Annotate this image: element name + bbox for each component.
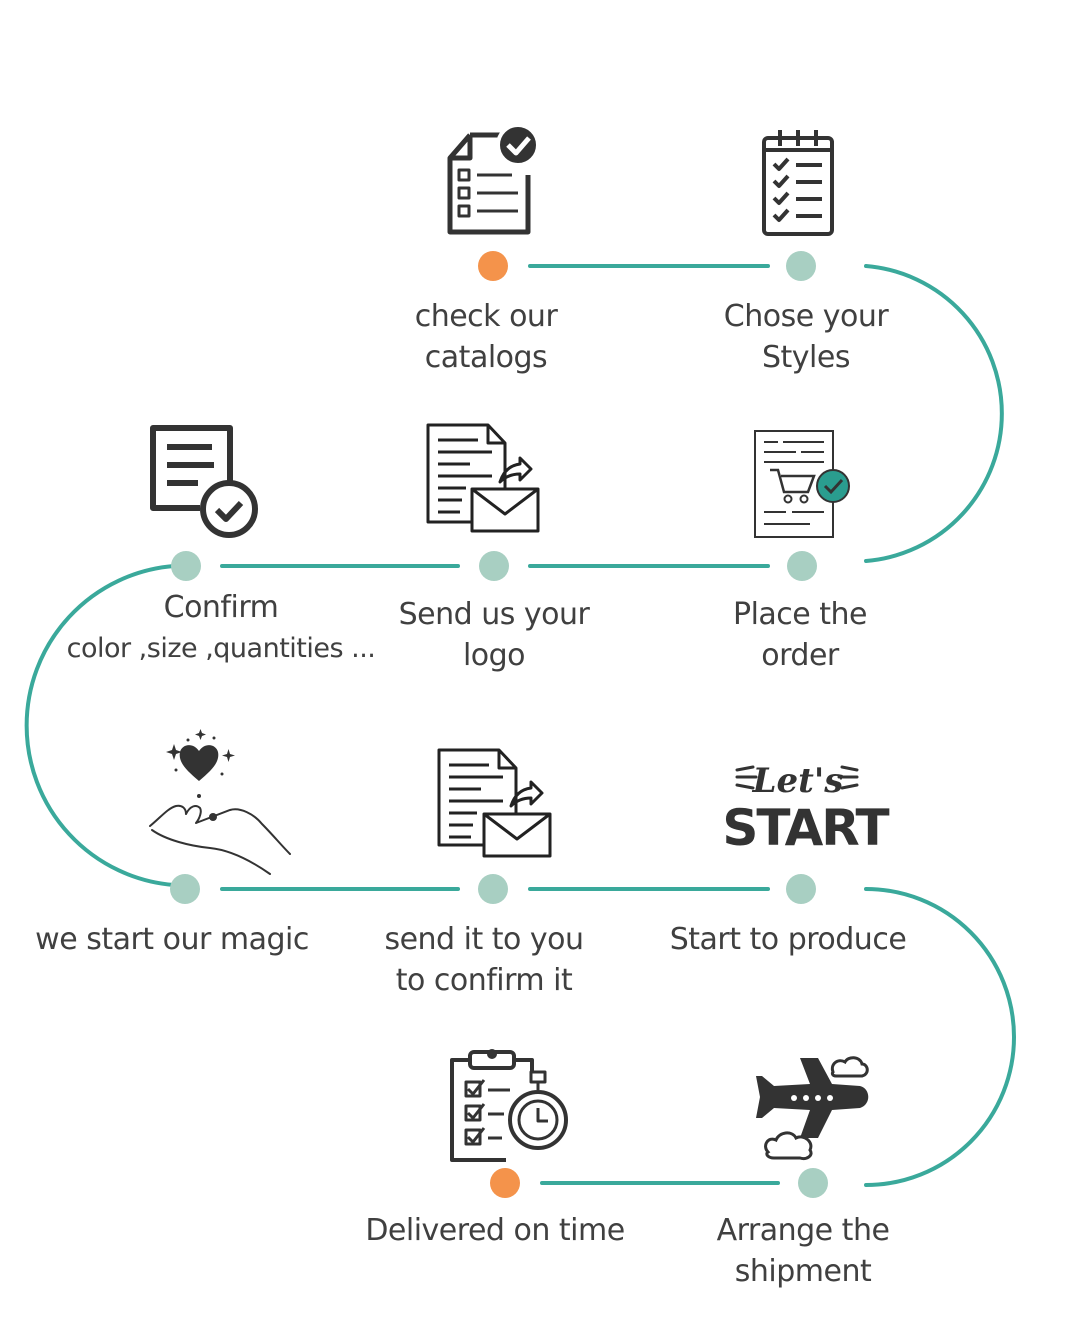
step-label-start-produce: Start to produce (669, 922, 907, 957)
process-track (24, 264, 1016, 1187)
step-dot-delivered (490, 1168, 520, 1198)
step-dot-start-produce (786, 874, 816, 904)
notepad-checklist-icon (762, 130, 834, 236)
hand-heart-icon (149, 729, 291, 875)
step-label-start-magic: we start our magic (35, 922, 309, 957)
step-dot-confirm (171, 551, 201, 581)
lets-start-icon: Let's START (722, 761, 891, 857)
document-mail-icon (426, 423, 540, 533)
lets-start-top-text: Let's (752, 761, 844, 801)
step-dot-arrange-shipment (798, 1168, 828, 1198)
step-dot-send-to-confirm (478, 874, 508, 904)
airplane-icon (756, 1056, 869, 1160)
step-dots (170, 251, 828, 1198)
clipboard-stopwatch-icon (450, 1049, 568, 1162)
step-dot-chose-styles (786, 251, 816, 281)
step-dot-send-logo (479, 551, 509, 581)
step-dot-start-magic (170, 874, 200, 904)
step-label-delivered: Delivered on time (365, 1213, 625, 1248)
document-mail-icon (437, 748, 552, 858)
order-cart-icon (754, 430, 850, 538)
step-dot-place-order (787, 551, 817, 581)
step-dot-check-catalogs (478, 251, 508, 281)
lets-start-bottom-text: START (722, 799, 889, 857)
catalog-checklist-icon (447, 123, 540, 235)
document-check-icon (150, 425, 258, 538)
